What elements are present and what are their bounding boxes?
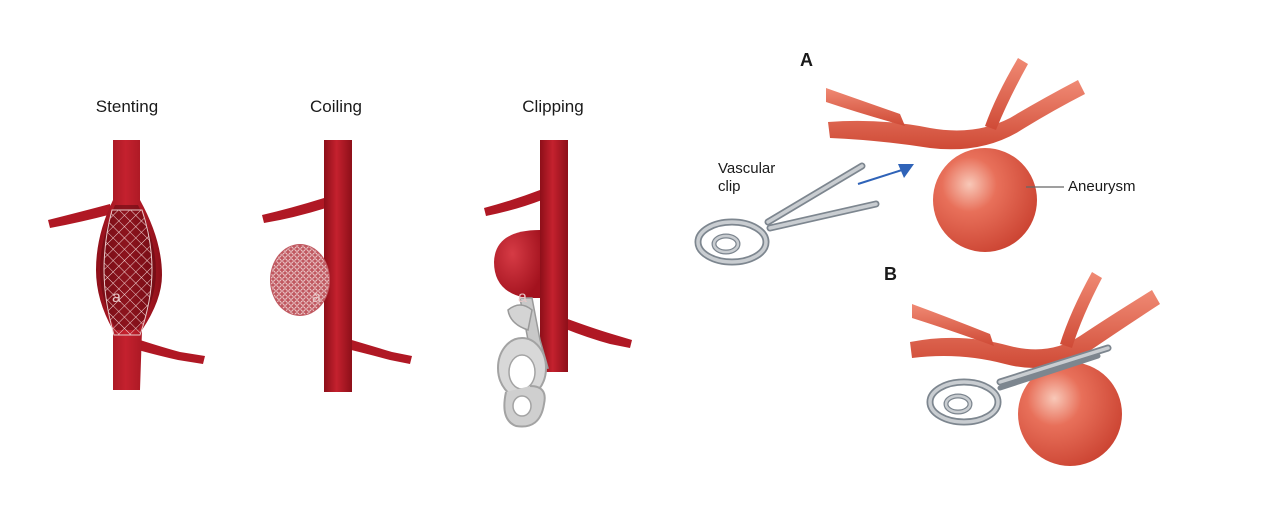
artery-b-branch-left bbox=[912, 304, 994, 346]
surgical-clip bbox=[497, 297, 549, 428]
watermark-glyph: a bbox=[518, 289, 527, 306]
watermark-glyph: a bbox=[112, 289, 121, 306]
artery-a-branch-left bbox=[826, 88, 905, 126]
clip-vessel bbox=[540, 140, 568, 372]
artery-a-main bbox=[828, 80, 1085, 150]
panel-a-illustration bbox=[694, 58, 1085, 266]
coiling-illustration: a bbox=[262, 140, 412, 392]
approach-arrow bbox=[857, 164, 914, 185]
vascular-clip-open bbox=[694, 162, 880, 266]
aneurysm-label: Aneurysm bbox=[1068, 178, 1136, 195]
clip-aneurysm-sac bbox=[494, 230, 540, 298]
artery-a-branch-up bbox=[985, 58, 1028, 130]
clip-side-branch-left bbox=[484, 190, 542, 216]
title-clipping: Clipping bbox=[522, 97, 584, 116]
coil-vessel bbox=[324, 140, 352, 392]
stent-mesh bbox=[103, 209, 153, 336]
vascular-clip-label-line1: Vascular bbox=[718, 160, 776, 177]
panel-a-letter: A bbox=[800, 50, 813, 70]
artery-b-branch-up bbox=[1060, 272, 1102, 348]
stent-side-branch-right bbox=[138, 340, 205, 364]
vascular-clip-applied bbox=[926, 344, 1112, 426]
clipping-illustration: a bbox=[484, 140, 632, 428]
stent-side-branch-left bbox=[48, 204, 112, 228]
watermark-glyph: a bbox=[312, 289, 321, 306]
aneurysm-a bbox=[933, 148, 1037, 252]
panel-b-illustration bbox=[910, 272, 1160, 466]
artery-b-main bbox=[910, 290, 1160, 368]
clip-side-branch-right bbox=[563, 318, 632, 348]
vascular-clip-label-line2: clip bbox=[718, 178, 741, 195]
coil-side-branch-left bbox=[262, 198, 326, 223]
aneurysm-b bbox=[1018, 362, 1122, 466]
coil-side-branch-right bbox=[343, 338, 412, 364]
vascular-clip-label: Vascular clip bbox=[718, 160, 775, 196]
panel-b-letter: B bbox=[884, 264, 897, 284]
title-coiling: Coiling bbox=[310, 97, 362, 116]
stenting-illustration: a bbox=[48, 140, 205, 390]
coil-mass bbox=[271, 245, 329, 315]
title-stenting: Stenting bbox=[95, 97, 159, 116]
